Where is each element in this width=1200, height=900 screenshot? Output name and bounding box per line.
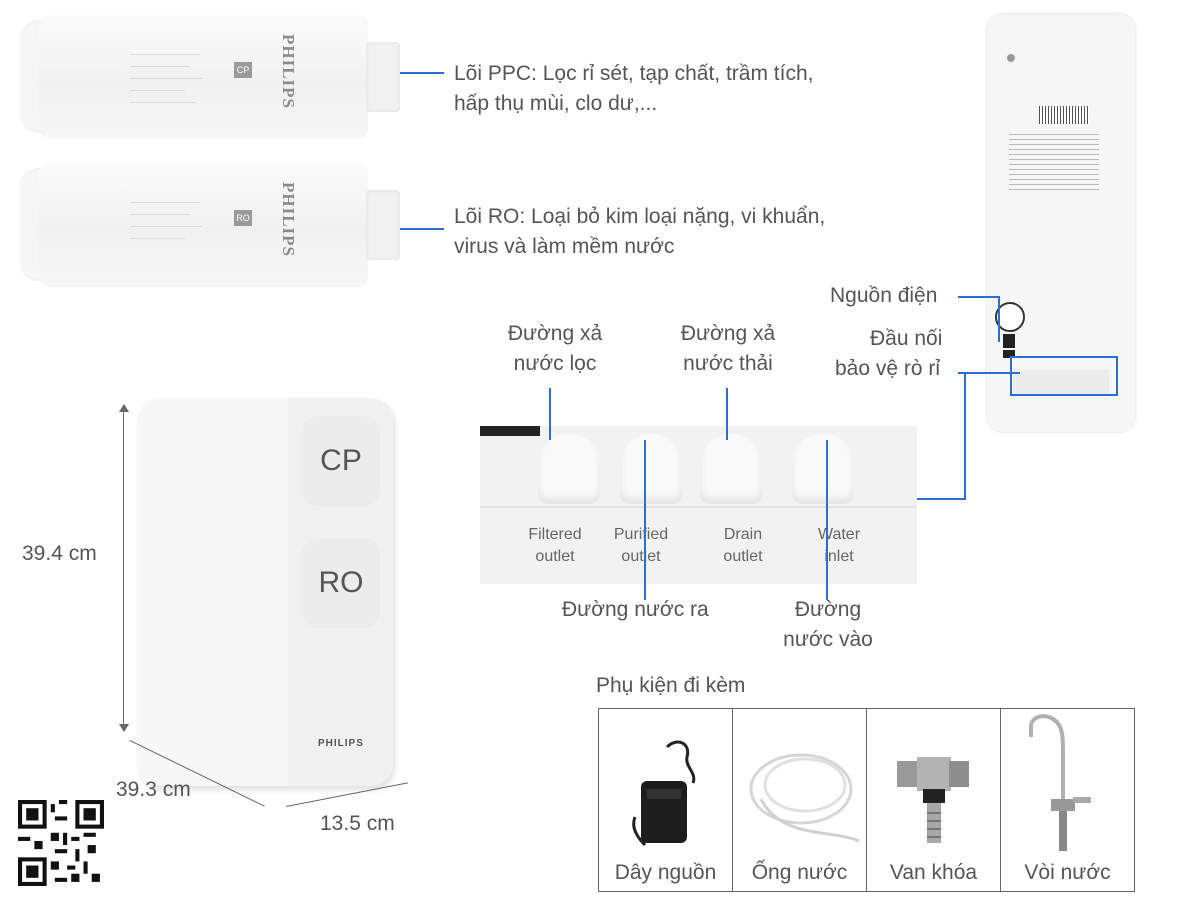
cartridge-neck (366, 42, 400, 112)
cartridge-body (38, 14, 368, 139)
accessory-label: Van khóa (889, 861, 978, 884)
depth-dimension: 13.5 cm (320, 812, 395, 835)
ro-pad: RO (302, 538, 380, 628)
water-out-label: Đường nước ra (562, 598, 709, 621)
photo-label: outlet (723, 548, 763, 565)
accessory-cell: Van khóa (867, 709, 1001, 891)
cartridge-brand: PHILIPS (279, 182, 298, 258)
qr-code (18, 800, 104, 886)
ppc-label-line1: Lõi PPC: Lọc rỉ sét, tạp chất, trầm tích… (454, 62, 814, 85)
waste-drain-label-line1: Đường xả (680, 322, 776, 345)
unit-brand: PHILIPS (318, 738, 364, 749)
cartridge-brand: PHILIPS (279, 34, 298, 110)
height-dimension: 39.4 cm (22, 542, 97, 565)
accessory-label: Ống nước (751, 861, 848, 884)
ro-label-line2: virus và làm mềm nước (454, 235, 675, 258)
ppc-cartridge: CP PHILIPS (20, 14, 400, 139)
photo-label: Drain (723, 526, 763, 543)
water-tube-icon (749, 753, 860, 843)
photo-label: Filtered (528, 526, 582, 543)
filtered-drain-label-line1: Đường xả (507, 322, 603, 345)
ro-label-line1: Lõi RO: Loại bỏ kim loại nặng, vi khuẩn, (454, 205, 826, 228)
accessory-label: Dây nguồn (614, 861, 717, 884)
purifier-unit: CP RO PHILIPS (138, 398, 393, 786)
valve-icon (897, 757, 969, 843)
filtered-drain-label-line2: nước lọc (513, 352, 597, 375)
cartridge-body (38, 162, 368, 287)
photo-label: Purified (613, 526, 669, 543)
accessory-cell: Ống nước (733, 709, 867, 891)
water-in-label-line2: nước vào (783, 628, 873, 651)
photo-label: outlet (621, 548, 661, 565)
accessory-cell: Dây nguồn (599, 709, 733, 891)
faucet-icon (1029, 714, 1091, 851)
ppc-label-line2: hấp thụ mùi, clo dư,... (454, 92, 658, 115)
cartridge-tag: CP (234, 62, 252, 78)
accessories-title: Phụ kiện đi kèm (596, 674, 746, 697)
cp-pad: CP (302, 416, 380, 506)
photo-label: outlet (535, 548, 575, 565)
outlet-photo: Filtered outlet Purified outlet Drain outle… (480, 426, 917, 584)
power-socket (995, 302, 1025, 332)
cartridge-neck (366, 190, 400, 260)
depth-arrow (286, 782, 408, 807)
leak-label-line1: Đầu nối (870, 327, 943, 350)
power-label: Nguồn điện (830, 284, 938, 307)
cartridge-tag: RO (234, 210, 252, 226)
water-in-label-line1: Đường (794, 598, 862, 621)
photo-label: Water (817, 526, 861, 543)
ro-cartridge: RO PHILIPS (20, 162, 400, 287)
accessory-cell: Vòi nước (1001, 709, 1134, 891)
photo-label: inlet (824, 548, 854, 565)
accessories-table: Dây nguồn Ống nước Van khóa Vòi nước (598, 708, 1135, 892)
leak-label-line2: bảo vệ rò rỉ (835, 357, 941, 380)
back-panel (987, 14, 1135, 432)
waste-drain-label-line2: nước thải (683, 352, 773, 375)
barcode (1039, 106, 1089, 124)
width-dimension: 39.3 cm (116, 778, 191, 801)
height-arrow (123, 408, 124, 728)
accessory-label: Vòi nước (1024, 861, 1111, 884)
power-adapter-icon (632, 740, 696, 847)
